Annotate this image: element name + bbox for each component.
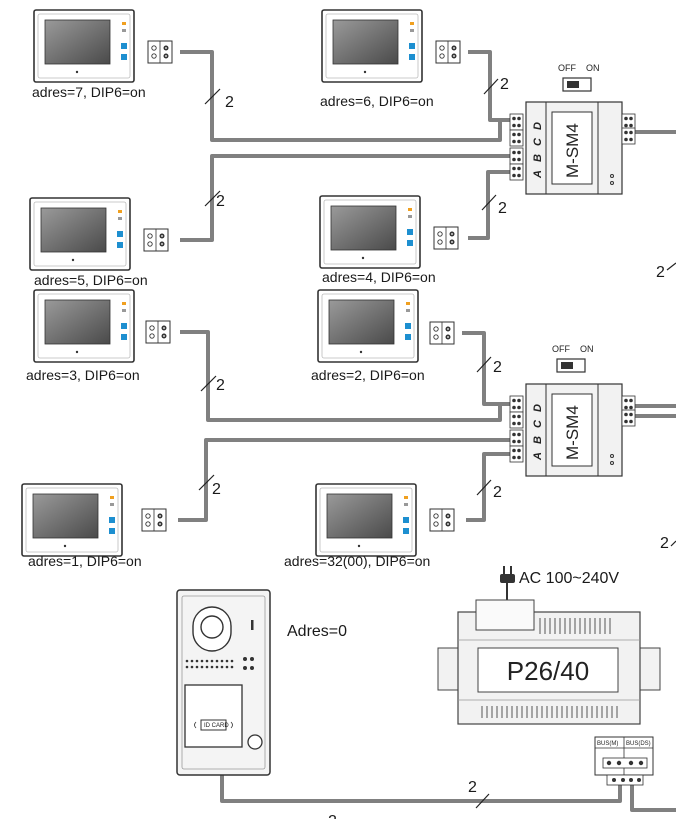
cable-door-station [220,774,622,803]
door-station-address-label: Adres=0 [287,623,347,640]
dip-switch: OFF ON [552,344,594,373]
cable-monitor-6 [468,50,510,122]
call-button-icon [247,734,263,750]
monitor-address-label: adres=32(00), DIP6=on [284,553,430,569]
module-name: M-SM4 [563,123,582,178]
cable-monitor-2 [462,331,510,406]
wire-count-label: 2 [660,535,669,552]
monitor-2: adres=2, DIP6=on [311,289,455,383]
monitor-address-label: adres=3, DIP6=on [26,367,140,383]
monitor-address-label: adres=1, DIP6=on [28,553,142,569]
wire-count-label: 2 [225,94,234,111]
monitor-4: adres=4, DIP6=on [319,195,459,285]
speaker-grille-icon [185,657,254,670]
wire-count-label: 2 [468,779,477,796]
door-station: ID CARD Adres=0 [176,589,347,776]
port-label-d: D [532,122,544,130]
monitor-address-label: adres=6, DIP6=on [320,93,434,109]
cable-monitor-7 [180,50,502,142]
monitor-1: adres=1, DIP6=on [21,483,167,569]
wire-count-label: 2 [328,813,337,819]
bus-cables [178,50,676,812]
monitor-address-label: adres=5, DIP6=on [34,272,148,288]
wire-count-label: 2 [212,481,221,498]
switch-module-2: OFF ON M-SM4 D C B A [509,344,636,477]
port-label-a: A [532,452,544,461]
wire-count-label: 2 [493,359,502,376]
cable-monitor-5 [180,154,510,242]
wire-count-label: 2 [216,193,225,210]
ac-input-label: AC 100~240V [519,570,619,587]
switch-on-label: ON [580,344,594,354]
wire-count-labels: 2 2 2 2 2 2 2 2 2 2 2 2 [212,76,669,819]
wire-count-label: 2 [500,76,509,93]
switch-module-1: OFF ON M-SM4 D C B A [509,63,636,195]
monitor-address-label: adres=7, DIP6=on [32,84,146,100]
bus-m-label: BUS(M) [597,741,618,747]
port-label-a: A [532,170,544,179]
port-label-c: C [532,137,544,146]
port-label-b: B [532,154,544,162]
cable-monitor-3 [180,330,502,422]
cable-monitor-1 [178,438,510,522]
card-reader-text: ID CARD [204,723,229,729]
card-reader-icon: ID CARD [194,719,233,731]
dip-switch: OFF ON [558,63,600,92]
wire-count-label: 2 [216,377,225,394]
bus-ds-label: BUS(DS) [626,741,651,747]
cable-monitor-4 [468,170,510,240]
switch-off-label: OFF [552,344,570,354]
wire-count-label: 2 [493,484,502,501]
power-supply-name: P26/40 [507,656,589,686]
port-label-b: B [532,436,544,444]
port-label-d: D [532,404,544,412]
wire-count-label: 2 [656,264,665,281]
led-indicator [251,620,254,630]
monitor-7: adres=7, DIP6=on [32,9,173,100]
bus-terminal-block: BUS(M) BUS(DS) [594,736,654,786]
cable-monitor-32 [466,452,510,522]
wire-count-label: 2 [498,200,507,217]
switch-off-label: OFF [558,63,576,73]
wire-count-ticks [198,78,676,809]
port-label-c: C [532,419,544,428]
monitor-5: adres=5, DIP6=on [29,197,169,288]
monitor-32: adres=32(00), DIP6=on [284,483,455,569]
monitor-address-label: adres=2, DIP6=on [311,367,425,383]
vent-slots-bottom [481,706,618,718]
vent-slots-top [539,618,611,634]
camera-icon [192,606,232,652]
switch-on-label: ON [586,63,600,73]
monitor-address-label: adres=4, DIP6=on [322,269,436,285]
monitor-6: adres=6, DIP6=on [320,9,461,109]
monitor-3: adres=3, DIP6=on [26,289,171,383]
power-supply: AC 100~240V P26/40 BUS(M) BUS(DS) [437,566,661,786]
cable-psu-out [630,780,676,812]
module-name: M-SM4 [563,405,582,460]
